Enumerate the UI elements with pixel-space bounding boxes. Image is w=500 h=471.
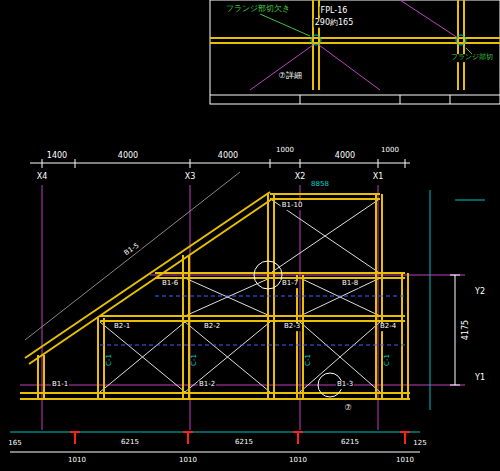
steel-members (20, 192, 410, 399)
detail-markers (254, 261, 342, 397)
drawing-label: Y1 (474, 374, 486, 383)
drawing-label: B1-5 (122, 242, 141, 259)
drawing-label: X3 (184, 173, 197, 182)
drawing-label: フランジ部切 (450, 54, 494, 62)
grid-lines (20, 185, 465, 430)
drawing-label: 165 (7, 440, 22, 448)
drawing-label: B1-2 (198, 381, 216, 389)
drawing-label: 4000 (217, 152, 239, 161)
drawing-label: X1 (372, 173, 385, 182)
drawing-label: B2-2 (203, 323, 221, 331)
drawing-label: 4000 (334, 152, 356, 161)
drawing-label: C-1 (384, 353, 392, 367)
drawing-label: B1-1 (51, 381, 69, 389)
drawing-label: B2-3 (283, 323, 301, 331)
drawing-label: X4 (36, 173, 49, 182)
drawing-label: B2-1 (113, 323, 131, 331)
detail-inset (210, 0, 500, 104)
drawing-label: 290約165 (314, 19, 355, 28)
drawing-label: B1-6 (161, 280, 179, 288)
drawing-label: FPL-16 (320, 7, 349, 16)
drawing-label: B1-3 (336, 381, 354, 389)
drawing-label: 4175 (462, 319, 471, 341)
drawing-label: 8858 (310, 181, 330, 189)
drawing-label: 1000 (380, 147, 400, 155)
drawing-label: C-1 (106, 353, 114, 367)
drawing-label: X2 (294, 173, 307, 182)
drawing-label: 1010 (67, 457, 87, 465)
drawing-label: C-1 (305, 353, 313, 367)
drawing-label: 1010 (178, 457, 198, 465)
drawing-label: 1010 (395, 457, 415, 465)
drawing-label: B1-8 (341, 280, 359, 288)
drawing-label: B2-4 (379, 323, 397, 331)
drawing-label: Y2 (474, 288, 486, 297)
drawing-label: 1400 (46, 152, 68, 161)
drawing-label: 6215 (120, 439, 140, 447)
drawing-label: B1-7 (281, 280, 299, 288)
drawing-label: B1-10 (281, 202, 304, 210)
drawing-label: フランジ部切欠き (225, 5, 291, 14)
drawing-label: C-1 (191, 353, 199, 367)
brace-dashes (100, 296, 405, 345)
drawing-label: 4000 (117, 152, 139, 161)
drawing-label: ⑦詳細 (277, 72, 302, 81)
drawing-label: 125 (412, 440, 427, 448)
dimension-lines (10, 159, 485, 452)
drawing-label: 1000 (275, 147, 295, 155)
drawing-label: 6215 (234, 439, 254, 447)
drawing-label: ⑦ (343, 404, 352, 413)
drawing-label: 6215 (340, 439, 360, 447)
drawing-label: 1010 (288, 457, 308, 465)
